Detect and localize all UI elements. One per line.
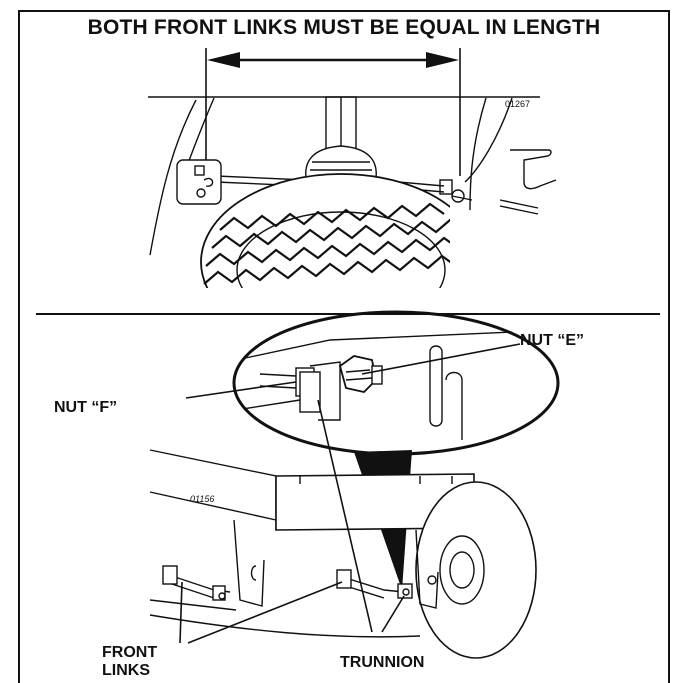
page-title: BOTH FRONT LINKS MUST BE EQUAL IN LENGTH	[87, 16, 601, 39]
label-nut-e: NUT “E”	[520, 332, 584, 349]
label-front-links-2: LINKS	[102, 662, 150, 679]
figure-code-bottom: 01156	[190, 494, 215, 504]
panel-divider	[36, 313, 660, 315]
bottom-illustration	[149, 310, 560, 659]
leader-front-links-b	[187, 581, 343, 644]
leader-nut-f	[185, 381, 297, 399]
zoom-bubble	[232, 310, 560, 456]
leader-trunnion	[317, 399, 373, 633]
leader-nut-e	[361, 343, 521, 375]
arrow-right-head	[426, 52, 459, 68]
label-front-links-1: FRONT	[102, 644, 158, 661]
leader-trunnion-2	[381, 595, 405, 633]
label-nut-f: NUT “F”	[54, 399, 118, 416]
label-trunnion: TRUNNION	[340, 654, 425, 671]
arrow-left-head	[207, 52, 240, 68]
top-illustration	[148, 48, 557, 288]
figure-frame	[18, 10, 670, 683]
leader-front-links-a	[179, 581, 183, 644]
figure-code-top: 01267	[505, 99, 531, 109]
